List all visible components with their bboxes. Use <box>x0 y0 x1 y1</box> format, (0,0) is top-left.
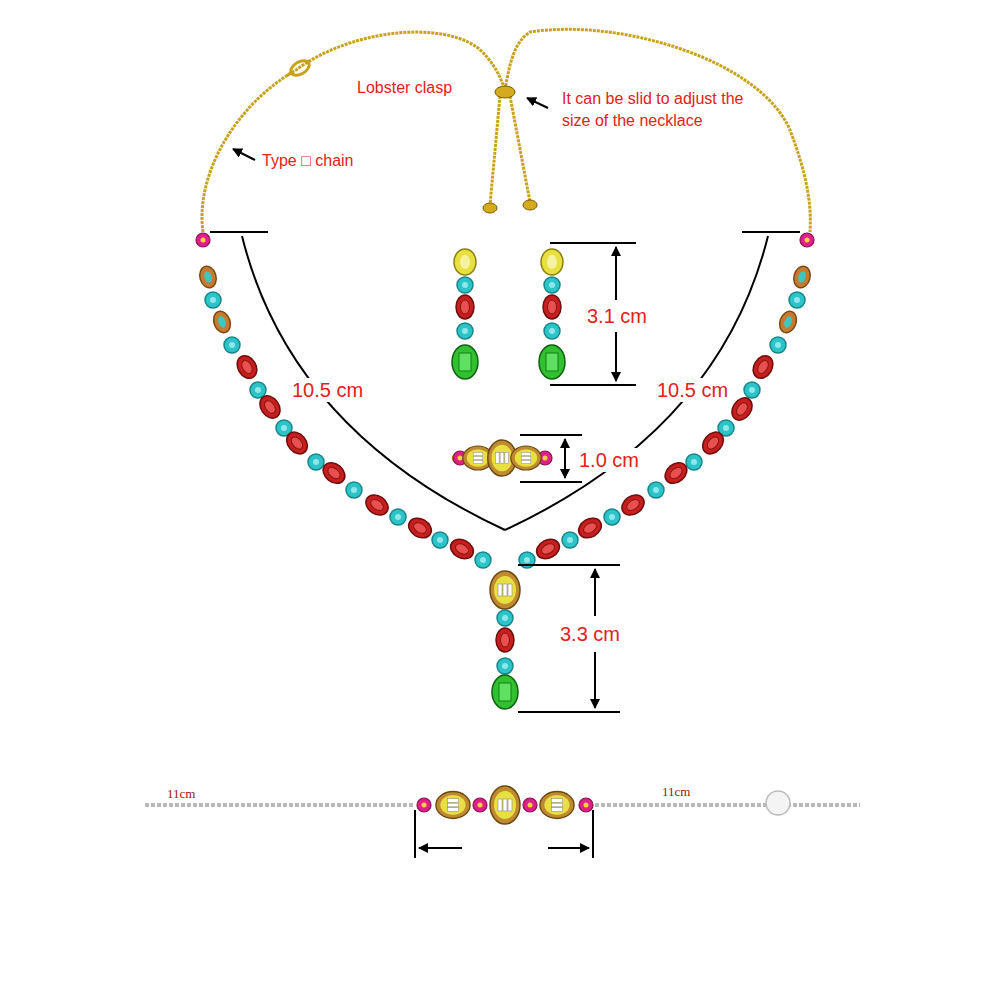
dimension-label: 10.5 cm <box>290 378 365 402</box>
callout-text: It can be slid to adjust the size of the… <box>562 88 762 132</box>
callout-text: Type □ chain <box>262 151 354 170</box>
dimension-label: 10.5 cm <box>655 378 730 402</box>
callout-text: Lobster clasp <box>357 78 452 97</box>
dimension-label: 1.0 cm <box>577 448 641 472</box>
dimension-label: 3.1 cm <box>585 304 649 328</box>
dimension-label: 3.3 cm <box>558 622 622 646</box>
dimension-label: 11cm <box>165 786 197 802</box>
dimension-label: 11cm <box>660 784 692 800</box>
